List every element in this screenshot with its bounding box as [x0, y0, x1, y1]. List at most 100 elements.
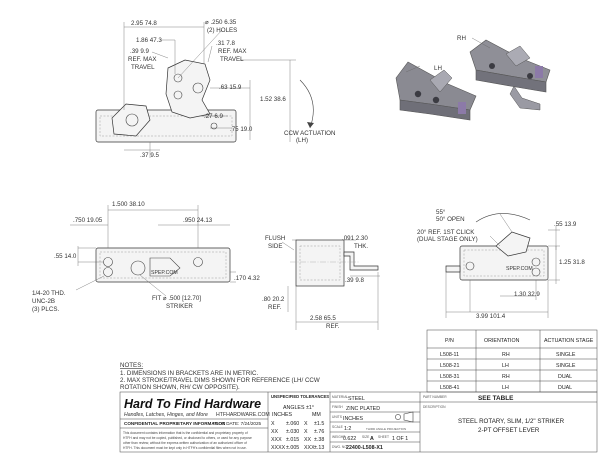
- notes-title: NOTES:: [120, 362, 143, 369]
- open-view: SPEP.COM 55° 50° OPEN 20° REF. 1ST CLICK…: [417, 209, 585, 320]
- table-row-4-pn: L508-41: [440, 385, 459, 391]
- lever-hole-upper: [173, 73, 183, 83]
- tol-row-3-d: ±.38: [314, 437, 324, 443]
- tol-row-4-a: XXXX: [271, 445, 286, 451]
- first-click-note: (DUAL STAGE ONLY): [417, 236, 478, 243]
- flush-side-label: FLUSH: [265, 235, 285, 242]
- iso-rh-label: RH: [457, 35, 466, 42]
- table-header-actuation: ACTUATION STAGE: [544, 338, 594, 344]
- description-label: DESCRIPTION: [423, 405, 446, 409]
- third-angle-label: THIRD ANGLE PROJECTION: [366, 427, 406, 431]
- dim-length-ref: 2.58 65.5: [310, 315, 336, 322]
- dim-hole-height: .63 15.9: [219, 84, 242, 91]
- dim-overall-height: 1.52 38.6: [260, 96, 286, 103]
- company-name: Hard To Find Hardware: [124, 397, 261, 411]
- note-1: 1. DIMENSIONS IN BRACKETS ARE IN METRIC.: [120, 370, 258, 377]
- dim-right-travel-label-2: TRAVEL: [220, 56, 244, 63]
- dwg-no-label: DWG. NO.: [332, 445, 348, 449]
- table-header-orientation: ORIENTATION: [484, 338, 520, 344]
- rotor-plate: [111, 103, 151, 137]
- tol-row-3-b: ±.015: [286, 437, 299, 443]
- side-view: FLUSH SIDE .091 2.30 THK. .39 9.8 .80 20…: [262, 235, 380, 330]
- front-body: [95, 247, 231, 283]
- dim-vertical-offset: .55 14.0: [54, 253, 77, 260]
- top-view: 2.95 74.8 1.86 47.3 ⌀ .250 6.35 (2) HOLE…: [95, 19, 335, 159]
- table-row-2-pn: L508-21: [440, 363, 459, 369]
- dwg-no-value: 22400-L508-X1: [346, 445, 383, 451]
- company-website: HTFHARDWARE.COM: [216, 412, 270, 418]
- tol-row-2-c: X: [304, 429, 308, 435]
- pivot-boss: [192, 82, 204, 94]
- tol-row-2-a: XX: [271, 429, 279, 435]
- dim-open-spacing: 1.30 32.9: [514, 291, 540, 298]
- part-number-label: PART NUMBER: [423, 395, 447, 399]
- flush-side-label-2: SIDE: [268, 243, 282, 250]
- dim-right-travel-label-1: REF. MAX: [218, 48, 247, 55]
- tol-row-4-c: XXX: [304, 445, 315, 451]
- disclaimer-line-2: HTFH and may not be copied, published, o…: [123, 436, 252, 440]
- sheet-value: 1 OF 1: [392, 436, 408, 442]
- dim-left-travel-label-2: TRAVEL: [131, 64, 155, 71]
- sheet-label: SHEET: [378, 435, 389, 439]
- material-label: MATERIAL: [332, 395, 348, 399]
- dim-open-overall-width: 3.99 101.4: [476, 313, 506, 320]
- dim-left-offset: .750 19.05: [73, 217, 103, 224]
- dim-base-to-pivot: .75 19.0: [230, 126, 253, 133]
- table-row-4-orientation: LH: [502, 385, 509, 391]
- iso-latch-lh: [395, 61, 477, 121]
- dim-open-top-offset: .55 13.9: [554, 221, 577, 228]
- description-line-1: STEEL ROTARY, SLIM, 1/2" STRIKER: [458, 418, 565, 425]
- ccw-actuation-arrow: [299, 79, 314, 129]
- dim-length-ref-label: REF.: [326, 323, 340, 330]
- open-angle-arc: [475, 213, 531, 223]
- side-body: [295, 239, 345, 287]
- dim-height-to-hole: 1.86 47.3: [136, 37, 162, 44]
- dim-left-travel: .39 9.9: [130, 48, 149, 55]
- finish-value: ZINC PLATED: [346, 406, 380, 412]
- striker-fit-callout: FIT ⌀ .500 [12.70]: [152, 295, 201, 302]
- dim-bottom-offset: .37 9.5: [140, 152, 159, 159]
- iso-latch-rh: [469, 39, 551, 111]
- scale-label: SCALE: [332, 425, 344, 429]
- dim-hole-count: (2) HOLES: [207, 27, 237, 34]
- tol-row-1-b: ±.060: [286, 421, 299, 427]
- table-row-3-stage: DUAL: [558, 374, 572, 380]
- open-rotor: [495, 231, 531, 257]
- tolerances-angles: ANGLES ±1°: [283, 405, 314, 411]
- table-row-4-stage: DUAL: [558, 385, 572, 391]
- lever-hole-lower: [173, 90, 183, 100]
- tol-row-3-c: XX: [304, 437, 312, 443]
- disclaimer-line-3: other than review, without the express w…: [123, 441, 247, 445]
- side-lever: [343, 251, 379, 271]
- dim-thickness: .170 4.32: [234, 275, 260, 282]
- tolerances-inches-header: INCHES: [272, 412, 292, 418]
- weight-label: WEIGHT: [332, 435, 345, 439]
- dim-right-offset: .950 24.13: [183, 217, 213, 224]
- tolerances-header: UNSPECIFIED TOLERANCES: [271, 394, 329, 399]
- description-line-2: 2-PT OFFSET LEVER: [478, 427, 540, 434]
- table-row-1-stage: SINGLE: [556, 352, 576, 358]
- front-brand-mark: SPEP.COM: [151, 270, 178, 276]
- tol-row-2-b: ±.030: [286, 429, 299, 435]
- table-row-2-stage: SINGLE: [556, 363, 576, 369]
- disclaimer-line-1: This document contains information that …: [123, 431, 248, 435]
- thread-class: UNC-2B: [32, 298, 55, 305]
- thread-hole-3: [193, 257, 203, 267]
- part-number-value: SEE TABLE: [478, 395, 514, 402]
- disclaimer-line-4: HTFH. This document must be kept only in…: [123, 446, 247, 450]
- striker-label: STRIKER: [166, 303, 193, 310]
- confidential-label: CONFIDENTIAL PROPRIETARY INFORMATION: [124, 421, 226, 426]
- company-tagline: Handles, Latches, Hinges, and More: [124, 412, 208, 418]
- tol-row-1-d: ±1.5: [314, 421, 324, 427]
- thread-places: (3) PLCS.: [32, 306, 59, 313]
- dim-overall-width: 2.95 74.8: [131, 20, 157, 27]
- dim-right-travel: .31 7.8: [216, 40, 235, 47]
- size-value: A: [370, 436, 374, 442]
- open-angle-50: 50° OPEN: [436, 216, 465, 223]
- plot-date: PLOT DATE: 7/24/2025: [213, 421, 262, 426]
- note-2-cont: ROTATION SHOWN, RH/ CW OPPOSITE).: [120, 384, 240, 391]
- table-header-pn: P/N: [445, 338, 454, 344]
- open-brand-mark: SPEP.COM: [506, 266, 533, 272]
- isometric-view: RH LH: [395, 35, 551, 121]
- first-click-label: 20° REF. 1ST CLICK: [417, 229, 475, 236]
